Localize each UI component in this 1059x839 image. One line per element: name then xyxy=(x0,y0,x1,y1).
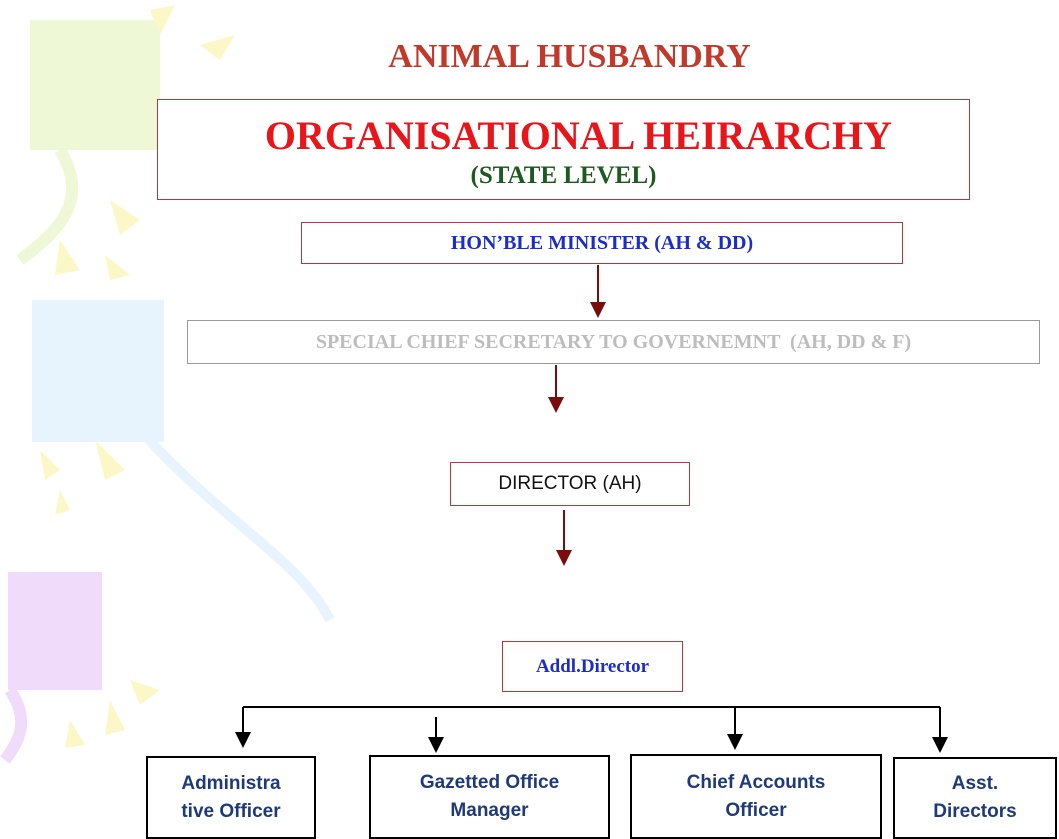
secretary-box: SPECIAL CHIEF SECRETARY TO GOVERNEMNT (A… xyxy=(187,320,1040,364)
heading-box: ORGANISATIONAL HEIRARCHY (STATE LEVEL) xyxy=(157,99,970,200)
heading-subtitle: (STATE LEVEL) xyxy=(470,162,657,189)
officer-label-line1: Gazetted Office xyxy=(419,772,560,793)
officer-label-line1: Asst. xyxy=(951,773,999,794)
officer-box-chief-accounts: Chief Accounts Officer xyxy=(630,754,882,839)
officer-box-asst-directors: Asst. Directors xyxy=(893,757,1057,839)
addl-director-label: Addl.Director xyxy=(535,655,650,677)
page-title: ANIMAL HUSBANDRY xyxy=(388,38,751,75)
director-box: DIRECTOR (AH) xyxy=(450,462,690,506)
heading-title: ORGANISATIONAL HEIRARCHY xyxy=(264,113,893,158)
addl-director-box: Addl.Director xyxy=(502,641,683,692)
secretary-label: SPECIAL CHIEF SECRETARY TO GOVERNEMNT (A… xyxy=(315,330,912,353)
officer-label-line2: Officer xyxy=(725,799,787,821)
officer-box-gazetted: Gazetted Office Manager xyxy=(369,755,610,839)
officer-label-line1: Chief Accounts xyxy=(686,771,826,793)
minister-label: HON’BLE MINISTER (AH & DD) xyxy=(450,231,754,254)
officer-label-line2: Directors xyxy=(933,801,1017,822)
officer-box-administrative: Administra tive Officer xyxy=(146,756,316,839)
minister-box: HON’BLE MINISTER (AH & DD) xyxy=(301,222,903,264)
officer-label-line2: tive Officer xyxy=(181,800,281,822)
officer-label-line1: Administra xyxy=(181,772,281,794)
officer-label-line2: Manager xyxy=(450,800,529,821)
director-label: DIRECTOR (AH) xyxy=(498,473,642,494)
